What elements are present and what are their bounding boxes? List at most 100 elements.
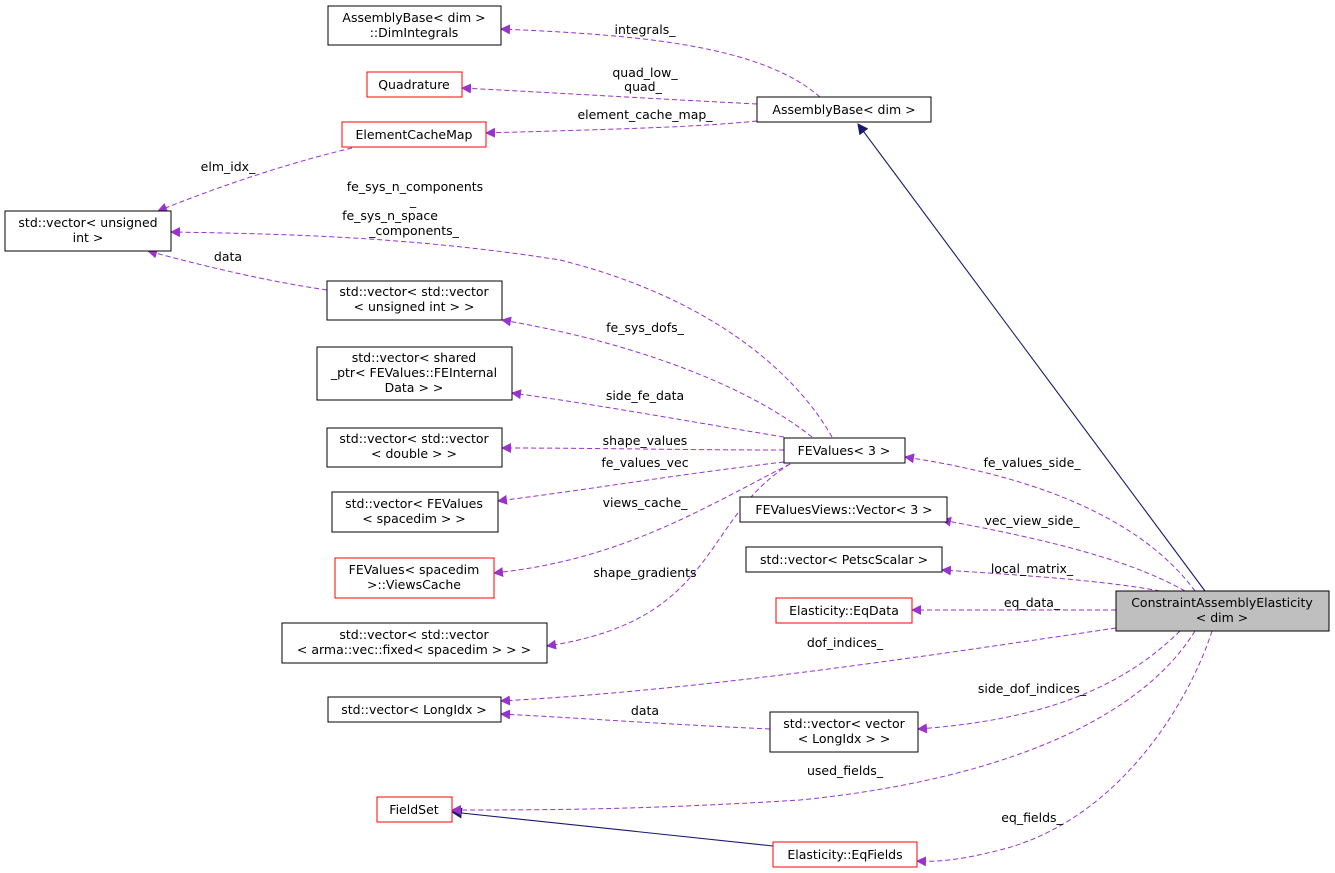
edge-shape-gradients (546, 463, 791, 650)
node-vector-vector-longidx[interactable]: std::vector< vector < LongIdx > > (769, 711, 919, 753)
svg-text:std::vector< unsigned: std::vector< unsigned (18, 215, 157, 230)
svg-text:ElementCacheMap: ElementCacheMap (355, 127, 472, 142)
label-fe-values-vec: fe_values_vec (601, 455, 688, 470)
svg-text:int >: int > (73, 230, 104, 245)
svg-text:< arma::vec::fixed< spacedim >: < arma::vec::fixed< spacedim > > > (297, 642, 531, 657)
node-eqdata[interactable]: Elasticity::EqData (775, 597, 913, 624)
label-fe-sys-dofs: fe_sys_dofs_ (606, 320, 685, 335)
node-vector-vector-uint[interactable]: std::vector< std::vector < unsigned int … (326, 280, 503, 321)
node-vector-vector-double[interactable]: std::vector< std::vector < double > > (326, 427, 503, 468)
svg-text:AssemblyBase< dim >: AssemblyBase< dim > (342, 10, 485, 25)
inheritance-edge-assembly-base (857, 123, 1206, 592)
node-eqfields[interactable]: Elasticity::EqFields (772, 841, 918, 868)
edge-dof-indices (500, 627, 1117, 706)
edge-fe-sys-dofs (501, 316, 813, 438)
label-side-dof-indices: side_dof_indices_ (978, 681, 1087, 696)
svg-text:std::vector< LongIdx >: std::vector< LongIdx > (341, 702, 487, 717)
svg-text:Elasticity::EqData: Elasticity::EqData (789, 603, 899, 618)
node-fevaluesviews-vector[interactable]: FEValuesViews::Vector< 3 > (739, 496, 948, 523)
edge-eq-fields (916, 630, 1213, 867)
node-vector-vector-arma[interactable]: std::vector< std::vector < arma::vec::fi… (281, 622, 548, 664)
label-fe-values-side: fe_values_side_ (983, 455, 1081, 470)
node-vector-uint[interactable]: std::vector< unsigned int > (4, 210, 172, 252)
edge-quadrature (461, 83, 758, 105)
edge-vec-view-side (941, 516, 1186, 592)
node-fevalues-3[interactable]: FEValues< 3 > (783, 437, 906, 464)
label-vec-view-side: vec_view_side_ (984, 513, 1080, 528)
edge-fe-values-side (904, 453, 1196, 592)
label-side-fe-data: side_fe_data (606, 388, 684, 403)
node-vector-fevalues[interactable]: std::vector< FEValues < spacedim > > (331, 491, 499, 533)
edge-shape-values (501, 443, 785, 454)
label-fe-sys-n-components: fe_sys_n_components (347, 179, 483, 194)
label-local-matrix: local_matrix_ (991, 561, 1074, 576)
edge-fe-sys-n-components (170, 227, 833, 438)
svg-text:_ptr< FEValues::FEInternal: _ptr< FEValues::FEInternal (330, 365, 497, 380)
svg-text:AssemblyBase< dim >: AssemblyBase< dim > (772, 102, 915, 117)
label-quad-low: quad_low_ (612, 65, 678, 80)
svg-text:ConstraintAssemblyElasticity: ConstraintAssemblyElasticity (1131, 595, 1313, 610)
label-element-cache-map: element_cache_map_ (577, 107, 713, 122)
edge-integrals (500, 24, 821, 98)
label-fe-sys-n-space-tail: _components_ (368, 223, 459, 238)
svg-text:< double > >: < double > > (371, 446, 457, 461)
label-fe-sys-n-space: fe_sys_n_space (342, 208, 438, 223)
node-fieldset[interactable]: FieldSet (376, 796, 453, 823)
nodes: AssemblyBase< dim > ::DimIntegrals Quadr… (4, 5, 1330, 868)
label-data-longidx: data (631, 703, 659, 718)
svg-text:< dim >: < dim > (1196, 610, 1248, 625)
label-integrals: integrals_ (615, 22, 677, 37)
label-eq-fields: eq_fields_ (1001, 810, 1063, 825)
svg-text:< LongIdx > >: < LongIdx > > (798, 731, 891, 746)
label-quad: quad_ (624, 79, 662, 94)
inheritance-edge-fieldset (450, 807, 774, 847)
edge-labels: integrals_ quad_low_ quad_ element_cache… (201, 22, 1087, 825)
svg-text:< spacedim > >: < spacedim > > (362, 511, 466, 526)
svg-text:std::vector< std::vector: std::vector< std::vector (339, 284, 489, 299)
edge-side-fe-data (511, 389, 785, 438)
svg-text:Data > >: Data > > (385, 380, 444, 395)
node-vector-shared-ptr[interactable]: std::vector< shared _ptr< FEValues::FEIn… (316, 346, 513, 401)
svg-text:FieldSet: FieldSet (389, 802, 438, 817)
label-elm-idx: elm_idx_ (201, 159, 256, 174)
label-views-cache: views_cache_ (603, 495, 689, 510)
svg-text:FEValues< spacedim: FEValues< spacedim (349, 562, 480, 577)
label-data-uint: data (214, 249, 242, 264)
label-shape-values: shape_values (603, 433, 688, 448)
node-vector-petsc[interactable]: std::vector< PetscScalar > (745, 546, 943, 573)
node-vector-longidx[interactable]: std::vector< LongIdx > (327, 696, 502, 723)
node-element-cache-map[interactable]: ElementCacheMap (341, 121, 487, 148)
node-assembly-base[interactable]: AssemblyBase< dim > (756, 96, 932, 123)
node-quadrature[interactable]: Quadrature (366, 71, 463, 98)
svg-text:std::vector< std::vector: std::vector< std::vector (339, 627, 489, 642)
svg-text:std::vector< shared: std::vector< shared (352, 350, 476, 365)
label-fe-sys-n-components-tail: _ (409, 193, 417, 208)
svg-text:Quadrature: Quadrature (378, 77, 450, 92)
edge-elm-idx (157, 147, 353, 213)
label-shape-gradients: shape_gradients (593, 565, 696, 580)
svg-text:< unsigned int > >: < unsigned int > > (354, 299, 475, 314)
edge-side-dof-indices (917, 630, 1181, 734)
svg-text:FEValues< 3 >: FEValues< 3 > (798, 443, 891, 458)
svg-text:std::vector< std::vector: std::vector< std::vector (339, 431, 489, 446)
svg-text:::DimIntegrals: ::DimIntegrals (370, 25, 459, 40)
edge-data-longidx (500, 709, 771, 730)
label-used-fields: used_fields_ (807, 763, 884, 778)
svg-text:FEValuesViews::Vector< 3 >: FEValuesViews::Vector< 3 > (755, 502, 932, 517)
label-dof-indices: dof_indices_ (807, 635, 884, 650)
node-fevalues-views-cache[interactable]: FEValues< spacedim >::ViewsCache (334, 557, 495, 599)
edge-data-uint (147, 248, 328, 291)
svg-text:std::vector< vector: std::vector< vector (783, 716, 905, 731)
edges (147, 24, 1213, 867)
edge-element-cache-map (485, 120, 758, 138)
label-eq-data: eq_data_ (1004, 595, 1061, 610)
edge-used-fields (451, 630, 1196, 815)
edge-fe-values-vec (497, 461, 785, 505)
node-dim-integrals[interactable]: AssemblyBase< dim > ::DimIntegrals (327, 5, 502, 46)
node-constraint-assembly[interactable]: ConstraintAssemblyElasticity < dim > (1115, 590, 1330, 632)
svg-text:>::ViewsCache: >::ViewsCache (367, 577, 461, 592)
svg-text:Elasticity::EqFields: Elasticity::EqFields (787, 847, 902, 862)
svg-text:std::vector< FEValues: std::vector< FEValues (345, 496, 483, 511)
svg-text:std::vector< PetscScalar >: std::vector< PetscScalar > (760, 552, 928, 567)
